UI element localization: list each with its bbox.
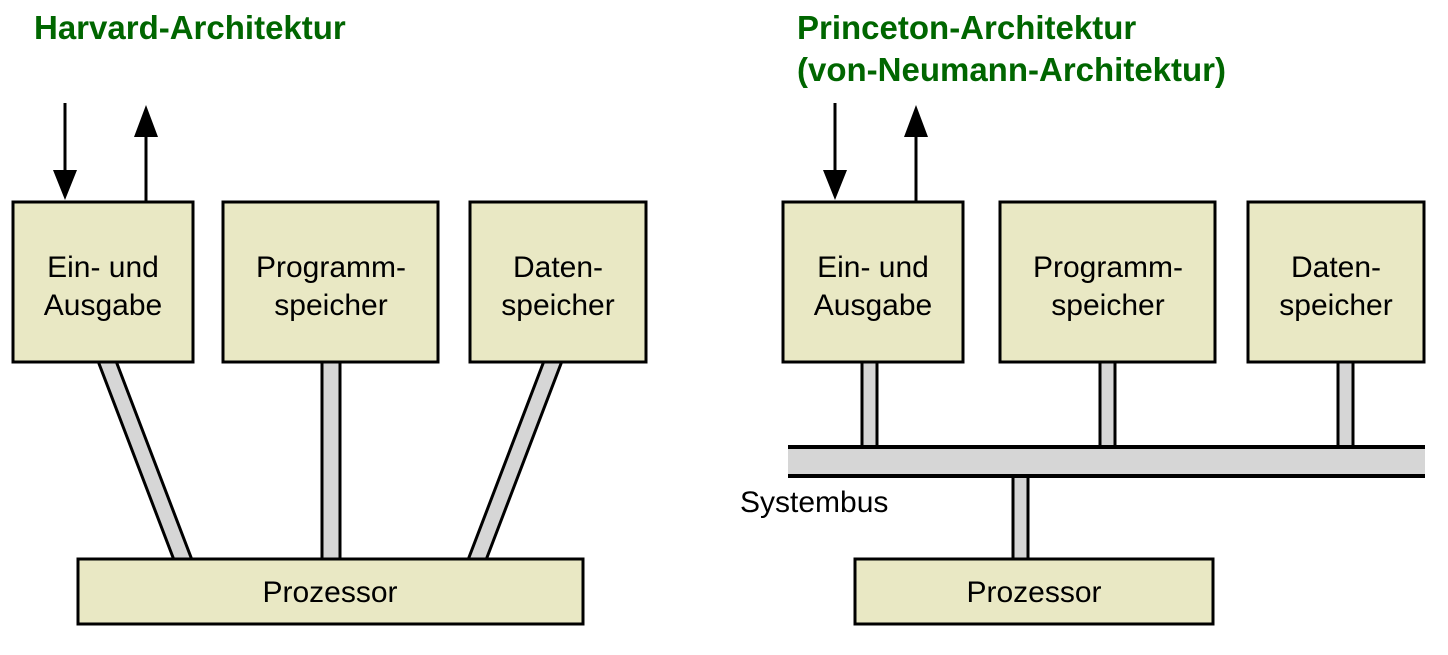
left-output-arrow-icon xyxy=(134,105,158,202)
left-box-programmspeicher-line2: speicher xyxy=(274,289,387,322)
left-diagram-group: Harvard-Architektur Ein- und Aus xyxy=(11,9,648,626)
right-box-ein-und-ausgabe-line2: Ausgabe xyxy=(814,289,932,322)
left-box-datenspeicher-line2: speicher xyxy=(501,289,614,322)
right-prozessor-label: Prozessor xyxy=(966,576,1101,609)
right-box-prozessor: Prozessor xyxy=(853,557,1215,626)
left-connector-io xyxy=(95,359,195,562)
left-box-ein-und-ausgabe: Ein- und Ausgabe xyxy=(11,200,195,364)
left-input-arrow-icon xyxy=(53,103,77,200)
left-diagram-title: Harvard-Architektur xyxy=(34,9,346,46)
right-box-programmspeicher: Programm- speicher xyxy=(998,200,1217,364)
right-system-bus: Systembus xyxy=(740,445,1425,519)
left-box-programmspeicher: Programm- speicher xyxy=(221,200,440,364)
right-box-ein-und-ausgabe: Ein- und Ausgabe xyxy=(781,200,965,364)
right-diagram-group: Princeton-Architektur (von-Neumann-Archi… xyxy=(740,9,1426,626)
left-box-ein-und-ausgabe-line2: Ausgabe xyxy=(44,289,162,322)
left-connector-program xyxy=(320,359,342,562)
right-box-ein-und-ausgabe-line1: Ein- und xyxy=(817,251,929,284)
right-diagram-title-line1: Princeton-Architektur xyxy=(797,9,1136,46)
right-box-datenspeicher-line2: speicher xyxy=(1279,289,1392,322)
left-bus-connectors xyxy=(95,359,565,562)
right-stub-data xyxy=(1336,359,1355,453)
right-output-arrow-icon xyxy=(904,105,928,202)
right-box-datenspeicher-line1: Daten- xyxy=(1291,251,1381,284)
left-prozessor-label: Prozessor xyxy=(262,576,397,609)
left-box-datenspeicher: Daten- speicher xyxy=(468,200,648,364)
left-box-ein-und-ausgabe-line1: Ein- und xyxy=(47,251,159,284)
left-box-prozessor: Prozessor xyxy=(76,557,585,626)
right-stub-processor xyxy=(1011,468,1030,564)
right-box-programmspeicher-line1: Programm- xyxy=(1033,251,1183,284)
left-connector-data xyxy=(465,359,565,562)
right-box-programmspeicher-line2: speicher xyxy=(1051,289,1164,322)
left-box-programmspeicher-line1: Programm- xyxy=(256,251,406,284)
right-stub-program xyxy=(1098,359,1117,453)
left-box-datenspeicher-line1: Daten- xyxy=(513,251,603,284)
right-box-datenspeicher: Daten- speicher xyxy=(1246,200,1426,364)
right-input-arrow-icon xyxy=(823,103,847,200)
right-stub-io xyxy=(860,359,879,453)
right-diagram-title-line2: (von-Neumann-Architektur) xyxy=(797,51,1226,88)
systembus-label: Systembus xyxy=(740,486,888,519)
